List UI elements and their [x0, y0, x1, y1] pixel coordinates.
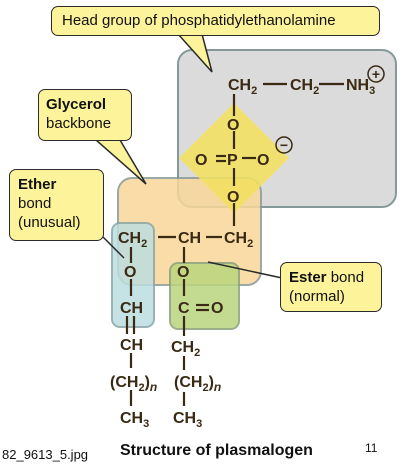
ester-callout-line	[207, 261, 283, 279]
phosphate-diamond	[179, 103, 289, 213]
amine-nh3: NH3	[346, 77, 375, 97]
ester-oxygen: O	[177, 264, 189, 281]
ester-chain-repeat: (CH2)n	[174, 374, 221, 394]
head-ch2-1: CH2	[228, 77, 257, 97]
glycerol-subtitle: backbone	[46, 115, 112, 132]
page-number: 11	[365, 441, 378, 455]
head-group-callout: Head group of phosphatidylethanolamine	[51, 6, 380, 36]
positive-charge-sign: +	[372, 66, 380, 82]
positive-charge-circle	[367, 65, 385, 83]
ester-chain-ch3: CH3	[173, 410, 202, 430]
ester-chain-ch2: CH2	[171, 339, 200, 359]
glycerol-c1: CH2	[118, 230, 147, 250]
head-group-label: Head group of phosphatidylethanolamine	[62, 12, 336, 29]
atoms: CH2 CH2 NH3 O O P O O CH2 CH CH2 O O CH …	[110, 77, 375, 430]
glycerol-callout: Glycerol backbone	[38, 89, 132, 141]
ester-title: Ester	[289, 269, 327, 286]
phosphate-o-top: O	[227, 117, 239, 134]
ether-chain-repeat: (CH2)n	[110, 374, 157, 394]
ether-chain-ch3: CH3	[120, 410, 149, 430]
ether-oxygen: O	[124, 264, 136, 281]
ether-subtitle-1: bond	[18, 195, 52, 212]
ester-title-rest: bond	[326, 269, 365, 286]
ether-callout: Ether bond (unusual)	[9, 169, 104, 241]
phosphate-o-right: O	[257, 152, 269, 169]
bonds	[125, 82, 344, 406]
glycerol-title: Glycerol	[46, 96, 107, 113]
carbonyl-carbon: C	[178, 300, 190, 317]
vinyl-ch-1: CH	[120, 300, 143, 317]
negative-charge-sign: −	[280, 137, 288, 153]
ester-bond-region	[169, 262, 240, 330]
phosphate-o-bottom: O	[227, 189, 239, 206]
glycerol-c3: CH2	[224, 230, 253, 250]
ether-subtitle-2: (unusual)	[18, 214, 81, 231]
ester-subtitle: (normal)	[289, 288, 345, 305]
source-filename: 82_9613_5.jpg	[2, 447, 89, 462]
glycerol-c2: CH	[178, 230, 201, 247]
head-ch2-2: CH2	[290, 77, 319, 97]
figure-title: Structure of plasmalogen	[120, 442, 313, 459]
ether-title: Ether	[18, 176, 57, 193]
ester-callout: Ester bond (normal)	[280, 262, 382, 312]
phosphorus: P	[227, 152, 238, 169]
vinyl-ch-2: CH	[120, 337, 143, 354]
carbonyl-oxygen: O	[211, 300, 223, 317]
negative-charge-circle	[275, 136, 293, 154]
phosphate-o-left: O	[195, 152, 207, 169]
